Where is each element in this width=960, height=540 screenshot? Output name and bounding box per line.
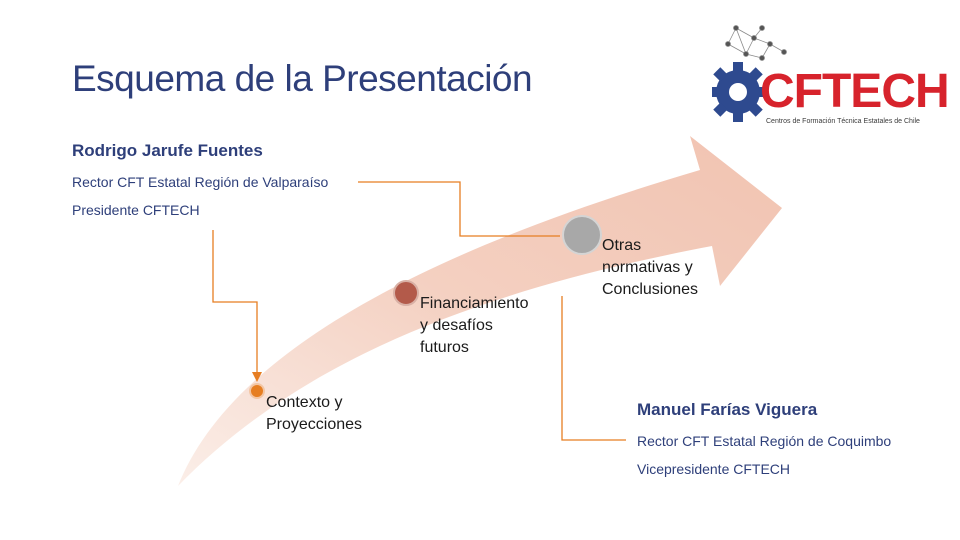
logo-tagline: Centros de Formación Técnica Estatales d… (766, 118, 920, 125)
step-label-1: Contexto y Proyecciones (266, 392, 362, 436)
step-label-2: Financiamiento y desafíos futuros (420, 293, 529, 359)
step-1-line-1: Contexto y (266, 394, 343, 411)
step-3-line-3: Conclusiones (602, 281, 699, 298)
connector-top-step3 (358, 181, 560, 237)
presenter-top-role-2: Presidente CFTECH (72, 202, 200, 218)
curved-arrow (178, 136, 782, 486)
step-dot-1 (249, 383, 265, 399)
step-dot-2 (393, 280, 419, 306)
presenter-bottom-role-2: Vicepresidente CFTECH (637, 461, 791, 477)
connector-top-step1 (212, 230, 258, 376)
step-3-line-1: Otras (602, 237, 642, 254)
presenter-top-role-1: Rector CFT Estatal Región de Valparaíso (72, 174, 329, 190)
step-3-line-2: normativas y (602, 259, 693, 276)
step-label-3: Otras normativas y Conclusiones (602, 235, 698, 301)
logo-wordmark: CFTECH (760, 65, 950, 118)
presenter-bottom-name: Manuel Farías Viguera (637, 400, 818, 419)
step-2-line-3: futuros (420, 339, 469, 356)
connector-arrowhead (252, 372, 262, 382)
connector-step2-bottom (561, 296, 626, 441)
step-dot-3 (562, 215, 602, 255)
presenter-bottom-role-1: Rector CFT Estatal Región de Coquimbo (637, 433, 892, 449)
presenter-top-name: Rodrigo Jarufe Fuentes (72, 141, 263, 160)
cftech-logo (712, 14, 942, 134)
slide-title: Esquema de la Presentación (72, 58, 533, 99)
logo-network-gear-icon (712, 25, 787, 122)
step-2-line-1: Financiamiento (420, 295, 529, 312)
step-1-line-2: Proyecciones (266, 416, 363, 433)
step-2-line-2: y desafíos (420, 317, 493, 334)
